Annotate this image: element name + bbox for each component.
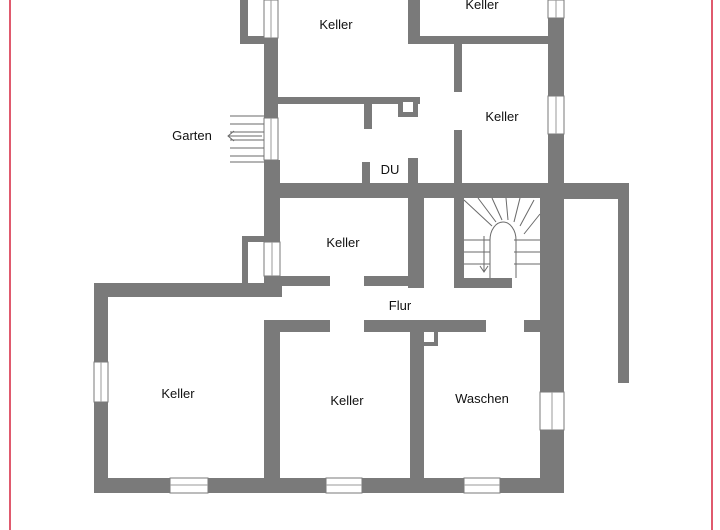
garden-steps [227,115,264,163]
room-label-keller-right: Keller [485,109,519,124]
label-garten: Garten [172,128,212,143]
room-label-keller-bottom-left: Keller [161,386,195,401]
room-label-keller-top: Keller [319,17,353,32]
arrow-left-icon [227,130,262,142]
room-label-du: DU [381,162,400,177]
room-label-waschen: Waschen [455,391,509,406]
windows [93,0,565,494]
room-label-keller-bottom-mid: Keller [330,393,364,408]
room-label-keller-top-right: Keller [465,0,499,12]
arrow-down-icon [479,236,489,273]
room-label-keller-mid: Keller [326,235,360,250]
room-labels: Keller Keller Keller Garten DU Keller Fl… [161,0,519,408]
room-label-flur: Flur [389,298,412,313]
staircase [463,197,541,278]
